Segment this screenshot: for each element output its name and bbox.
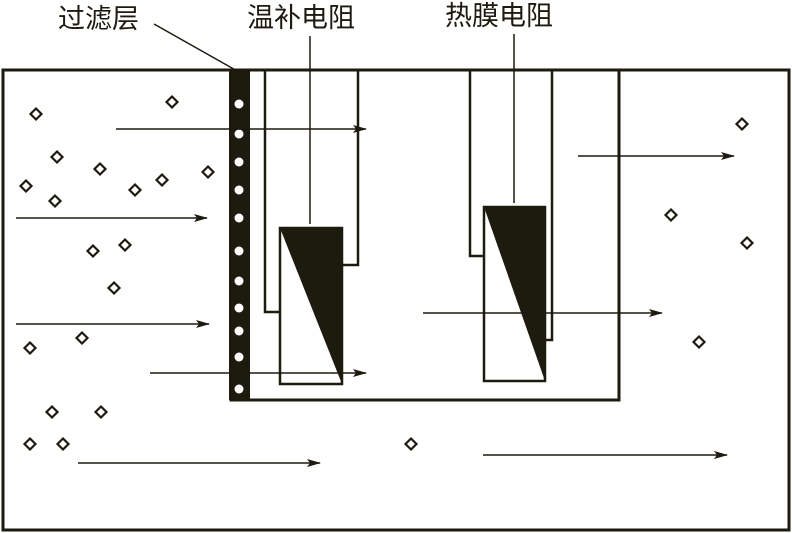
diamond-outline-icon xyxy=(85,243,101,259)
temp-comp-resistor-label: 温补电阻 xyxy=(247,3,355,34)
flow-arrows xyxy=(16,125,735,467)
filter-hole xyxy=(234,99,244,109)
diamond-outline-icon xyxy=(93,404,109,420)
temp-comp-resistor-fill xyxy=(280,228,342,384)
diamond-outline-icon xyxy=(106,280,122,296)
diamond-outline-icon xyxy=(47,193,63,209)
diamond-outline-icon xyxy=(74,330,90,346)
temp-comp-holder xyxy=(263,70,360,314)
diamond-outline-icon xyxy=(164,94,180,110)
diamond-outline-icon xyxy=(44,404,60,420)
filter-hole xyxy=(234,384,244,394)
diamond-outline-icon xyxy=(22,340,38,356)
diamond-outline-icon xyxy=(154,172,170,188)
diamond-outline-icon xyxy=(117,237,133,253)
filter-holes xyxy=(234,99,244,394)
diamond-outline-icon xyxy=(49,149,65,165)
diamond-outline-icon xyxy=(55,436,71,452)
filter-hole xyxy=(234,246,244,256)
diamond-outline-icon xyxy=(739,235,755,251)
filter-hole xyxy=(234,276,244,286)
hot-film-resistor-label: 热膜电阻 xyxy=(445,1,553,32)
diamond-outline-icon xyxy=(22,436,38,452)
diamond-outline-icon xyxy=(200,164,216,180)
diamond-outline-icon xyxy=(92,161,108,177)
diamond-outline-icon xyxy=(127,182,143,198)
filter-layer xyxy=(229,70,250,400)
filter-hole xyxy=(234,213,244,223)
filter-leader-line xyxy=(153,23,240,73)
diamond-outline-icon xyxy=(691,334,707,350)
filter-hole xyxy=(234,326,244,336)
filter-hole xyxy=(234,129,244,139)
filter-hole xyxy=(234,157,244,167)
diamond-outline-icon xyxy=(403,436,419,452)
filter-hole xyxy=(234,352,244,362)
diamond-outline-icon xyxy=(734,116,750,132)
filter-hole xyxy=(234,303,244,313)
filter-layer-label: 过滤层 xyxy=(58,4,139,35)
diamond-outline-icon xyxy=(18,178,34,194)
diamond-outline-icon xyxy=(663,207,679,223)
hot-film-resistor-fill xyxy=(484,207,545,381)
filter-hole xyxy=(234,185,244,195)
dust-particles xyxy=(18,94,755,452)
hot-film-holder xyxy=(468,70,554,342)
diamond-outline-icon xyxy=(28,106,44,122)
